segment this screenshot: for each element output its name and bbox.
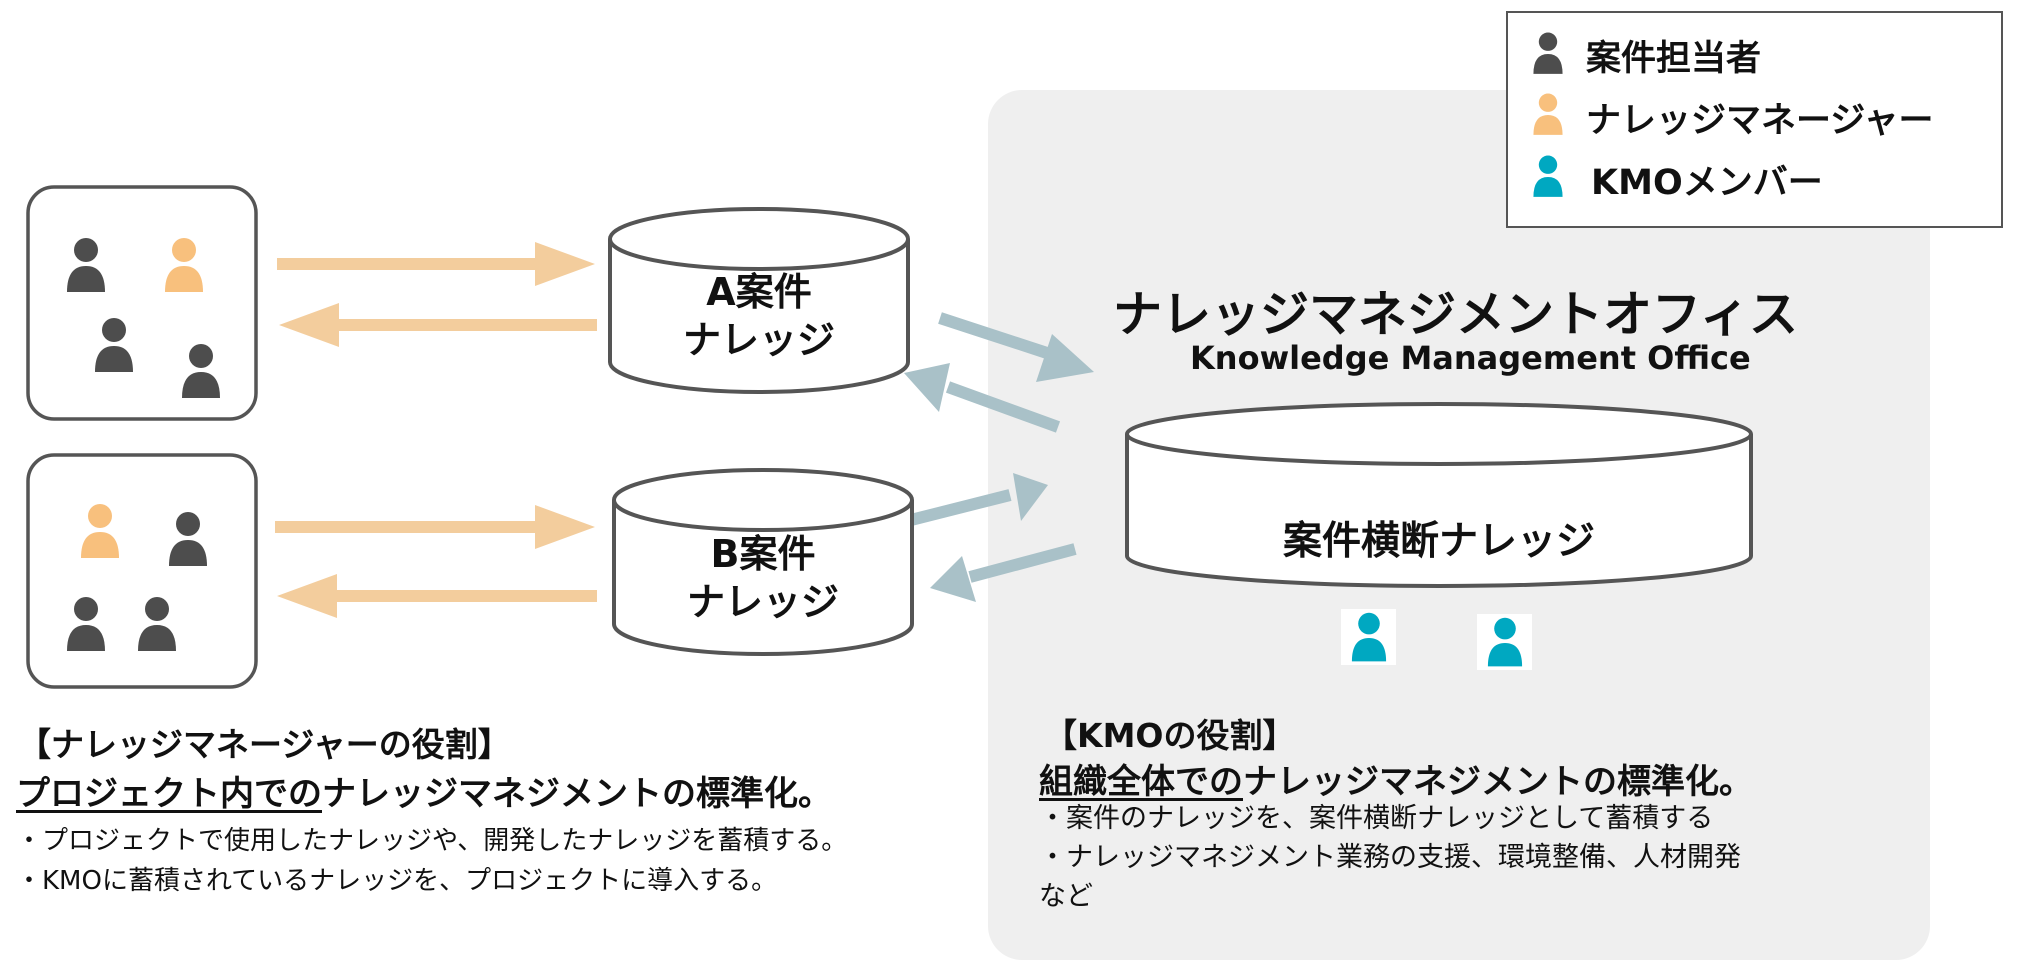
kmo-member-1 [1341, 609, 1396, 665]
db-a-label: A案件 ナレッジ [610, 268, 908, 364]
kmo-role-subtitle: 組織全体でのナレッジマネジメントの標準化。 [1039, 754, 1753, 803]
db-a-to-kmo-arrow [938, 312, 1094, 382]
kmo-role-subtitle-rest: ナレッジマネジメントの標準化。 [1243, 762, 1753, 802]
km-role-subtitle-underlined: プロジェクト内での [16, 774, 322, 814]
legend-label-kmo-member: KMOメンバー [1591, 163, 1823, 203]
db-b-label-line1: B案件 [710, 532, 816, 576]
kmo-member-2 [1477, 614, 1532, 670]
db-a-to-team-a-arrow [279, 303, 597, 347]
km-role-heading: 【ナレッジマネージャーの役割】 [18, 725, 511, 764]
db-b-label: B案件 ナレッジ [614, 530, 912, 626]
km-role-subtitle-rest: ナレッジマネジメントの標準化。 [322, 774, 832, 814]
kmo-title-en: Knowledge Management Office [1190, 339, 1751, 377]
cross-project-db-cylinder [1125, 402, 1753, 588]
db-a-cylinder [608, 207, 910, 394]
db-b-cylinder [612, 468, 914, 656]
kmo-title-ja: ナレッジマネジメントオフィス [1113, 286, 1799, 343]
db-a-label-line1: A案件 [706, 270, 812, 314]
legend-label-manager: ナレッジマネージャー [1586, 101, 1934, 141]
km-role-subtitle: プロジェクト内でのナレッジマネジメントの標準化。 [16, 766, 832, 815]
kmo-role-bullet-2: ・ナレッジマネジメント業務の支援、環境整備、人材開発 [1039, 842, 1741, 873]
db-b-label-line2: ナレッジ [686, 580, 839, 624]
legend-box [1506, 11, 2003, 228]
legend-label-worker: 案件担当者 [1586, 39, 1762, 79]
kmo-role-bullet-1: ・案件のナレッジを、案件横断ナレッジとして蓄積する [1039, 803, 1714, 834]
cross-project-db-label: 案件横断ナレッジ [1282, 519, 1595, 564]
db-b-to-team-b-arrow [277, 574, 597, 618]
kmo-to-db-a-arrow [904, 363, 1061, 433]
team-a-to-db-a-arrow [277, 242, 595, 286]
team-a-box [26, 185, 258, 421]
kmo-role-subtitle-underlined: 組織全体での [1039, 762, 1243, 802]
db-b-to-kmo-arrow [901, 473, 1048, 528]
team-b-to-db-b-arrow [275, 505, 595, 549]
team-b-box [26, 453, 258, 689]
km-role-bullet-1: ・プロジェクトで使用したナレッジや、開発したナレッジを蓄積する。 [16, 826, 848, 856]
kmo-role-bullet-3: など [1039, 881, 1093, 912]
kmo-role-heading: 【KMOの役割】 [1044, 716, 1296, 755]
kmo-to-db-b-arrow [930, 543, 1077, 602]
km-role-bullet-2: ・KMOに蓄積されているナレッジを、プロジェクトに導入する。 [16, 866, 778, 896]
db-a-label-line2: ナレッジ [682, 318, 835, 362]
